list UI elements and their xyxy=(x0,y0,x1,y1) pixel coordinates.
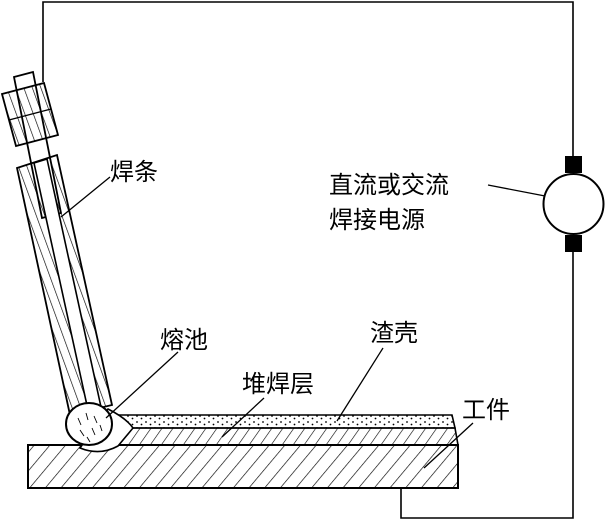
label-molten-pool: 熔池 xyxy=(160,326,208,354)
label-workpiece: 工件 xyxy=(462,396,510,424)
label-slag-crust: 渣壳 xyxy=(370,319,418,347)
label-power-source-line2: 焊接电源 xyxy=(329,206,425,234)
power-source xyxy=(542,156,605,252)
leader-lines xyxy=(60,176,546,469)
label-power-source-line1: 直流或交流 xyxy=(329,171,449,199)
deposit-layer xyxy=(101,427,459,446)
slag-crust xyxy=(109,414,457,429)
label-deposit-layer: 堆焊层 xyxy=(242,370,314,398)
electrode xyxy=(15,153,114,417)
label-electrode: 焊条 xyxy=(110,158,158,186)
circuit-wire xyxy=(42,1,574,519)
molten-pool xyxy=(65,402,135,453)
